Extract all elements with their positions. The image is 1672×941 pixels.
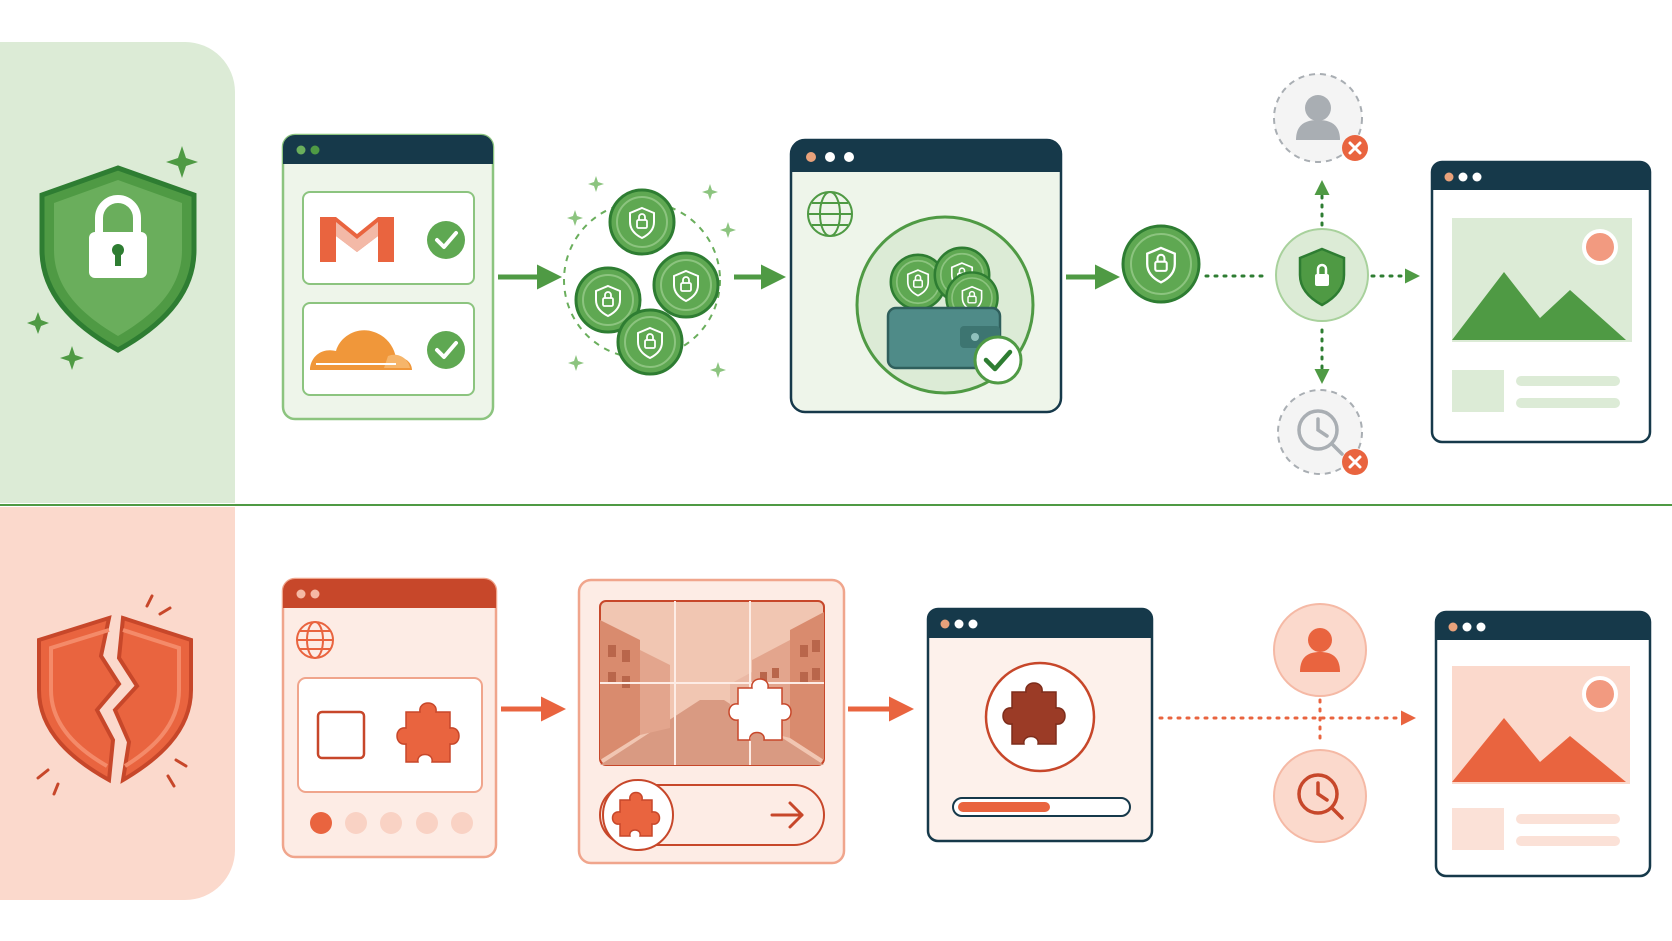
blocked-time-check (1277, 389, 1368, 475)
content-page-window (1430, 160, 1652, 444)
time-check (1273, 749, 1367, 843)
blocked-user-check (1273, 73, 1368, 163)
clock-search-icon (1297, 773, 1344, 820)
trust-token-icon (1121, 224, 1201, 304)
user-check (1273, 603, 1367, 697)
wallet-window (789, 138, 1063, 414)
image-placeholder-icon (1452, 218, 1632, 342)
crack-lines-icon (36, 594, 188, 796)
cloudflare-icon (310, 330, 412, 370)
trusted-accounts-window (281, 133, 495, 421)
shield-lock-icon (39, 165, 197, 353)
verification-hub (1275, 228, 1369, 322)
check-icon (427, 221, 465, 259)
close-icon (1342, 449, 1368, 475)
image-puzzle-slider (577, 578, 846, 865)
arrow-right-icon (770, 801, 804, 829)
progress-bar-fill (958, 802, 1050, 812)
content-page-window (1434, 610, 1652, 878)
verified-check-icon (973, 335, 1023, 385)
trust-tokens-cluster (563, 176, 736, 378)
globe-icon (296, 621, 334, 659)
sparkle-icon (27, 146, 198, 370)
puzzle-piece-icon (1002, 682, 1066, 745)
clock-search-icon (1297, 409, 1344, 456)
broken-panel (0, 507, 235, 900)
puzzle-piece-icon (611, 791, 661, 837)
image-placeholder-icon (1452, 666, 1630, 784)
puzzle-captcha-window (281, 577, 498, 859)
globe-icon (807, 191, 853, 237)
check-icon (427, 331, 465, 369)
street-image (599, 600, 825, 766)
gmail-icon (320, 217, 394, 262)
broken-shield-icon (37, 615, 193, 784)
progress-dots (310, 812, 473, 834)
puzzle-progress-window (926, 607, 1154, 843)
close-icon (1342, 135, 1368, 161)
puzzle-piece-icon (396, 702, 460, 763)
